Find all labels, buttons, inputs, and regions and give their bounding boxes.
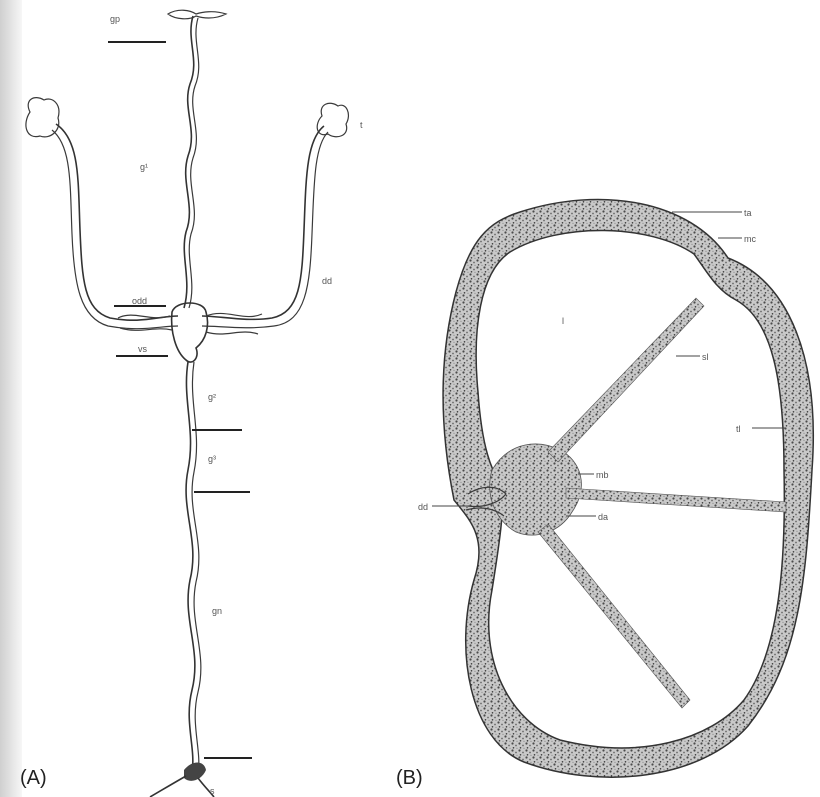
panel-b-drawing: l ta mc sl tl mb dd da (B) bbox=[396, 199, 813, 789]
septum-upper bbox=[548, 298, 704, 462]
label-tl: tl bbox=[736, 424, 741, 434]
lower-gland-tube bbox=[186, 362, 195, 772]
right-reservoir bbox=[317, 103, 348, 137]
septum-middle bbox=[566, 488, 786, 512]
label-odd: odd bbox=[132, 296, 147, 306]
label-ta: ta bbox=[744, 208, 752, 218]
label-mc: mc bbox=[744, 234, 756, 244]
gland-tip bbox=[168, 10, 226, 19]
septum-lower bbox=[538, 524, 690, 708]
label-s: s bbox=[210, 786, 215, 796]
label-l: l bbox=[562, 316, 564, 326]
label-dd-b: dd bbox=[418, 502, 428, 512]
label-mb: mb bbox=[596, 470, 609, 480]
label-gp: gp bbox=[110, 14, 120, 24]
label-g3: g³ bbox=[208, 454, 216, 464]
panel-a-label: (A) bbox=[20, 767, 47, 789]
panel-b-label: (B) bbox=[396, 767, 423, 789]
common-duct-junction bbox=[172, 303, 208, 362]
label-g1: g¹ bbox=[140, 162, 148, 172]
label-sl: sl bbox=[702, 352, 709, 362]
sting-base bbox=[184, 763, 206, 781]
label-da: da bbox=[598, 512, 608, 522]
left-duct bbox=[56, 124, 178, 320]
label-g2: g² bbox=[208, 392, 216, 402]
label-t: t bbox=[360, 120, 363, 130]
panel-a-drawing: gp g¹ t dd odd vs g² g³ gn s (A) bbox=[20, 10, 363, 797]
label-dd-a: dd bbox=[322, 276, 332, 286]
label-vs: vs bbox=[138, 344, 148, 354]
label-gn: gn bbox=[212, 606, 222, 616]
